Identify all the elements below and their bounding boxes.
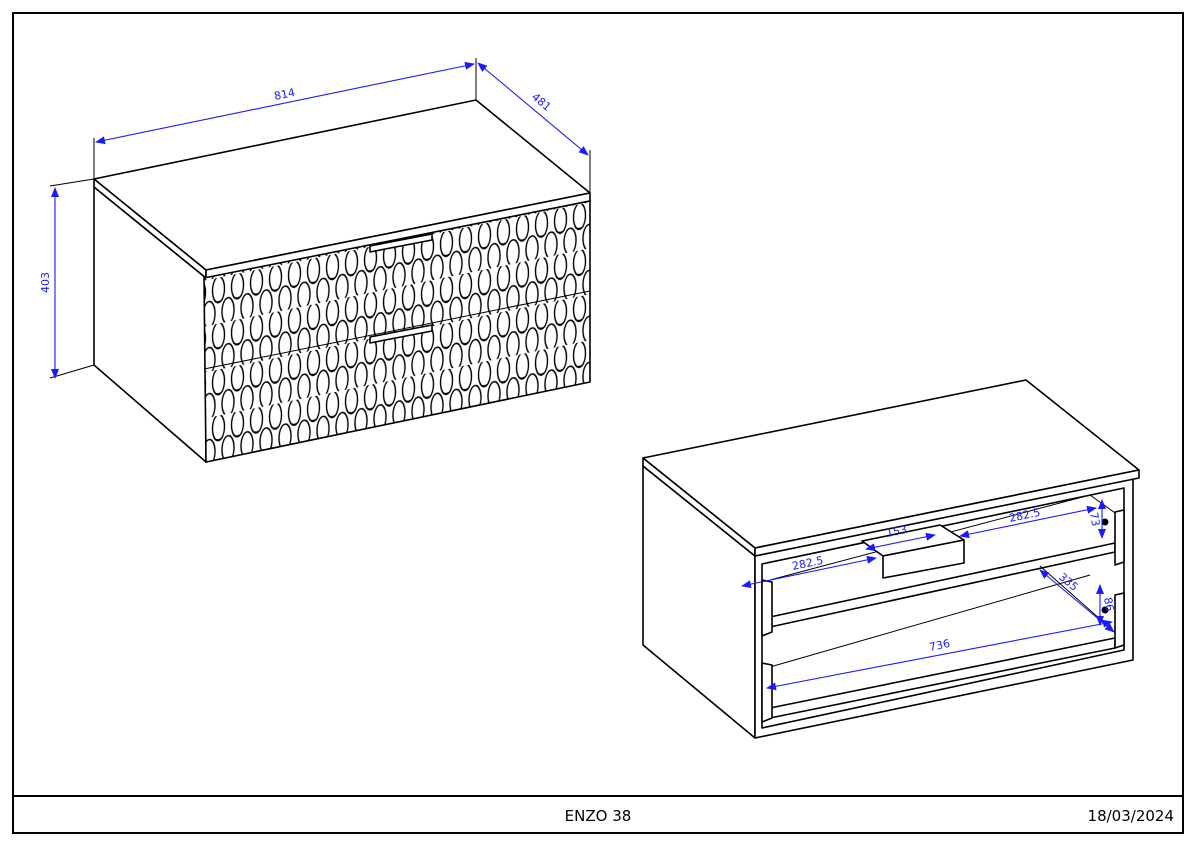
upper-runner-left xyxy=(761,579,773,637)
handle-cutout-front xyxy=(882,539,965,579)
drawing-date: 18/03/2024 xyxy=(1087,807,1174,825)
top-edge-front xyxy=(754,469,1140,557)
dim-line-depth xyxy=(477,62,589,156)
closed-cabinet-view: 814 481 403 xyxy=(39,58,591,463)
dim-line-handle xyxy=(865,532,936,552)
dim-handle-width: 153 xyxy=(885,523,908,540)
dim-line-width xyxy=(95,61,475,145)
open-cabinet-view: 153 282.5 282.5 73 335 86 736 xyxy=(642,379,1140,739)
lower-runner-left xyxy=(761,662,773,723)
title-block: ENZO 38 18/03/2024 xyxy=(12,795,1184,834)
lower-runner-right xyxy=(1114,592,1125,649)
drawing-title: ENZO 38 xyxy=(564,807,632,825)
drawing-frame xyxy=(12,12,1184,834)
dim-height-label: 403 xyxy=(39,272,52,293)
dim-left-offset: 282.5 xyxy=(791,554,824,573)
dim-inner-width: 736 xyxy=(928,637,951,654)
dim-depth-label: 481 xyxy=(529,90,553,113)
dim-line-inner-width xyxy=(766,619,1113,691)
dim-drawer-height-bottom: 86 xyxy=(1101,596,1116,612)
upper-runner-right xyxy=(1114,509,1125,566)
drawer-split-line xyxy=(203,290,591,370)
dim-drawer-height-top: 73 xyxy=(1087,511,1102,527)
dim-line-right-offset xyxy=(959,505,1097,539)
dim-right-offset: 282.5 xyxy=(1008,506,1041,525)
dim-line-left-offset xyxy=(741,555,877,589)
drawer-handle-bottom xyxy=(369,324,433,344)
extension-line xyxy=(49,178,95,187)
dim-width-label: 814 xyxy=(273,86,296,103)
extension-line xyxy=(49,364,95,379)
drawer-handle-top xyxy=(369,233,433,253)
